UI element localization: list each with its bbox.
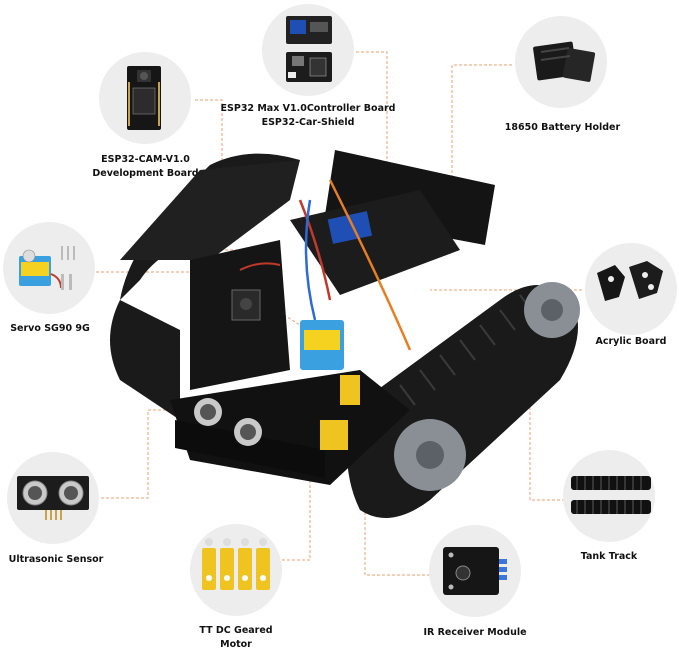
ir-receiver-bubble xyxy=(429,525,521,617)
ir-receiver-icon xyxy=(443,547,507,595)
motor-label-line1: TT DC Geared xyxy=(199,625,273,636)
controller-board xyxy=(290,190,460,295)
tank-track-icon xyxy=(571,476,651,514)
battery-bubble xyxy=(515,16,607,108)
ultrasonic-sensor-icon xyxy=(17,476,89,520)
servo-label: Servo SG90 9G xyxy=(10,323,90,334)
tank-track-label: Tank Track xyxy=(580,551,638,562)
ultrasonic-label: Ultrasonic Sensor xyxy=(8,554,104,565)
controller-bubble xyxy=(262,4,354,96)
acrylic-bubble xyxy=(585,243,677,335)
acrylic-board-icon xyxy=(597,261,663,301)
esp32-cam-label-line2: Development Board xyxy=(92,168,199,179)
motor-bubble xyxy=(190,524,282,616)
acrylic-label: Acrylic Board xyxy=(595,336,667,347)
tt-motor-icon xyxy=(202,538,270,590)
ir-receiver-label: IR Receiver Module xyxy=(423,627,527,638)
ultrasonic-bubble xyxy=(7,452,99,544)
esp32-cam-label-line1: ESP32-CAM-V1.0 xyxy=(101,154,190,165)
servo-icon xyxy=(19,246,75,290)
motor-label: TT DC Geared Motor xyxy=(182,624,290,652)
controller-board-icon xyxy=(286,16,332,82)
controller-label: ESP32 Max V1.0Controller Board ESP32-Car… xyxy=(218,102,398,130)
motor-label-line2: Motor xyxy=(220,639,252,650)
esp32-cam-bubble xyxy=(99,52,191,144)
controller-label-line2: ESP32-Car-Shield xyxy=(261,117,355,128)
rear-left-track xyxy=(110,300,180,420)
controller-label-line1: ESP32 Max V1.0Controller Board xyxy=(220,103,396,114)
battery-label: 18650 Battery Holder xyxy=(504,122,621,133)
esp32-cam-board-icon xyxy=(127,66,161,130)
battery-holder-icon xyxy=(533,41,596,82)
servo-bubble xyxy=(3,222,95,314)
esp32-cam-label: ESP32-CAM-V1.0 Development Board xyxy=(88,153,203,181)
tank-track-bubble xyxy=(563,450,655,542)
